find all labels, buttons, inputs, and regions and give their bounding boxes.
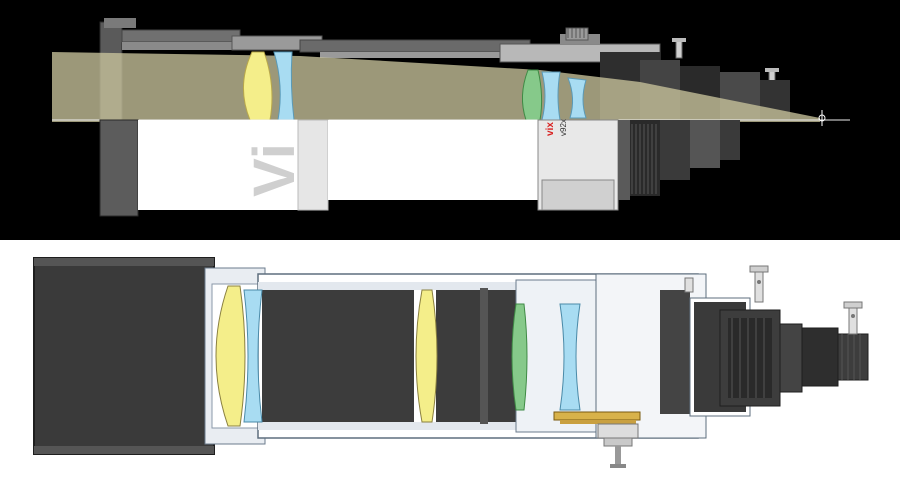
body-logo: Vi <box>242 143 307 197</box>
focuser-lower-exterior <box>618 120 740 200</box>
visual-back <box>719 309 869 407</box>
dew-shield <box>33 257 215 455</box>
light-path-cutaway-drawing: Vi vix v92x <box>52 18 850 217</box>
crosshair-icon <box>818 110 826 126</box>
flattener-logo: vix <box>545 122 556 136</box>
flattener-green-lens <box>522 69 543 121</box>
objective-rear-lens <box>243 289 263 423</box>
focus-knob-icon <box>565 27 589 41</box>
reducer-housing <box>515 279 597 433</box>
cross-section-drawing <box>33 257 869 468</box>
mid-tube-yellow-lens <box>415 289 438 423</box>
thumbscrew-icon <box>749 265 769 303</box>
flattener-label: v92x <box>559 119 568 136</box>
tube-upper-half <box>99 18 661 121</box>
flattener-blue-lens-2 <box>567 77 587 119</box>
objective-front-lens <box>215 285 246 427</box>
thumbscrew-icon <box>843 301 863 335</box>
thumbscrew-icon <box>684 277 694 293</box>
reducer-blue-lens <box>559 303 581 411</box>
focuser-rack <box>553 411 641 424</box>
cross-section-panel <box>0 240 900 480</box>
knurled-knob-icon <box>597 423 639 468</box>
reducer-green-lens <box>511 303 528 411</box>
light-path-cutaway-panel: Vi vix v92x <box>0 0 900 240</box>
tube-lower-exterior <box>99 119 538 217</box>
flattener-blue-lens-1 <box>541 71 561 121</box>
light-cone <box>52 52 820 122</box>
focuser-housing <box>595 273 707 439</box>
flattener-housing <box>537 119 619 211</box>
thumbscrew-icon <box>672 38 686 59</box>
